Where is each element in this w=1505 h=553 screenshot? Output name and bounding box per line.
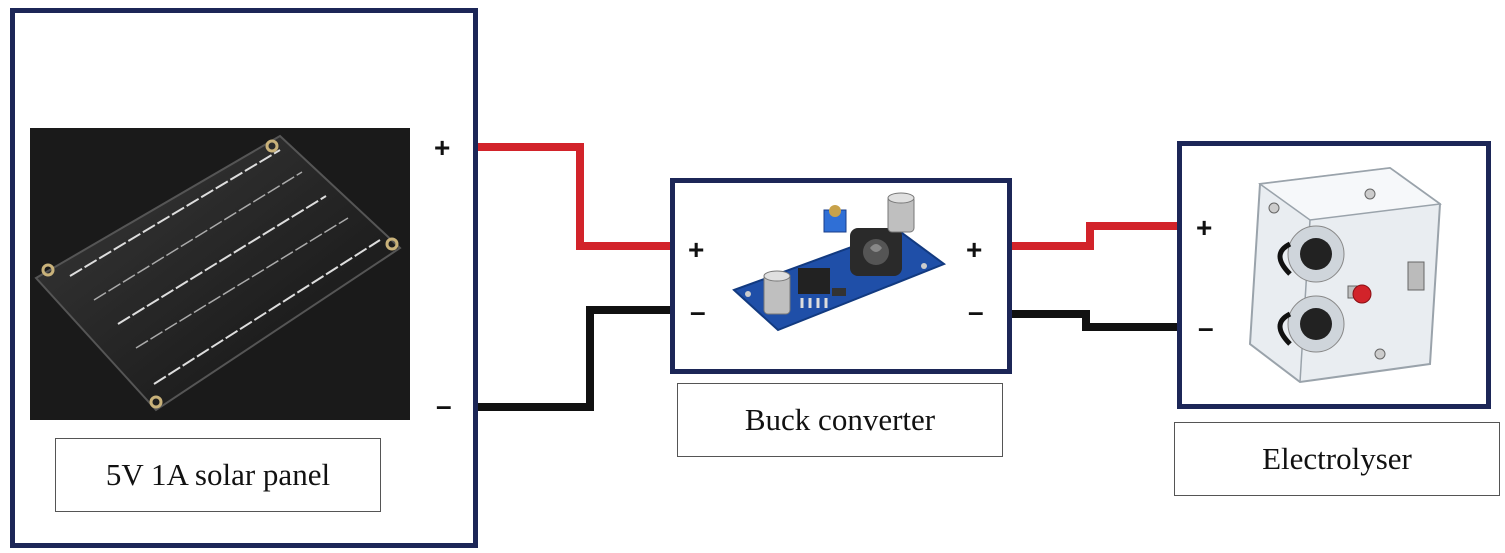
buck-converter-input-plus: + xyxy=(688,234,705,265)
buck-converter-output-plus: + xyxy=(966,234,983,265)
wire-buck-to-electrolyser-negative xyxy=(1010,310,1180,331)
electrolyser-label: Electrolyser xyxy=(1174,422,1500,496)
wire-buck-to-electrolyser-positive xyxy=(1010,222,1180,250)
solar-panel-label: 5V 1A solar panel xyxy=(55,438,381,512)
solar-panel-plus-terminal: + xyxy=(434,132,451,163)
buck-converter-board-photo-icon xyxy=(732,192,947,332)
wire-solar-to-buck-negative xyxy=(476,306,672,411)
buck-converter-output-minus: – xyxy=(968,296,984,327)
electrolyser-cell-photo-icon xyxy=(1248,166,1442,384)
solar-panel-photo-icon xyxy=(30,128,410,420)
electrolyser-plus-terminal: + xyxy=(1196,212,1213,243)
buck-converter-input-minus: – xyxy=(690,296,706,327)
electrolyser-minus-terminal: – xyxy=(1198,312,1214,343)
wire-solar-to-buck-positive xyxy=(476,143,672,250)
solar-panel-minus-terminal: – xyxy=(436,390,452,421)
buck-converter-label: Buck converter xyxy=(677,383,1003,457)
